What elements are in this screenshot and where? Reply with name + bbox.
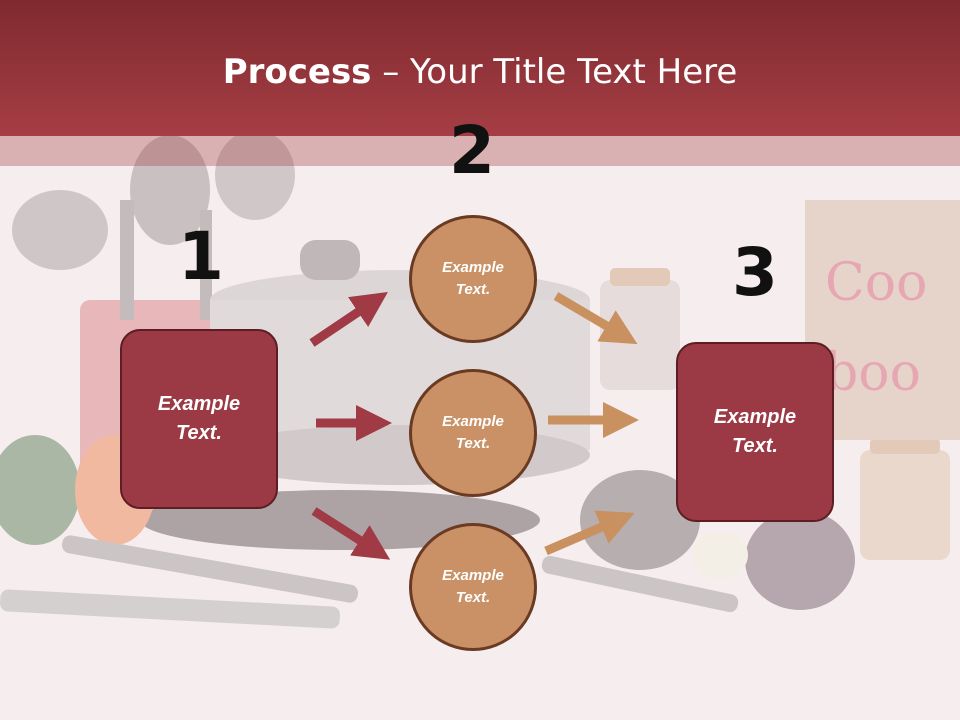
arrow-1-to-bottom (311, 507, 391, 560)
circle-top-text: Example Text. (442, 258, 504, 299)
circle-bottom-text: Example Text. (442, 566, 504, 607)
step-number-1: 1 (178, 218, 224, 295)
title-bar (0, 0, 960, 136)
title-bold: Process (222, 52, 372, 92)
step-3-box: Example Text. (676, 342, 834, 522)
step-1-box: Example Text. (120, 329, 278, 509)
svg-text:Coo: Coo (825, 253, 927, 313)
step-3-text: Example Text. (713, 406, 797, 457)
circle-middle: Example Text. (409, 369, 537, 497)
title-strip (0, 136, 960, 166)
title-rest: – Your Title Text Here (371, 52, 738, 92)
circle-bottom: Example Text. (409, 523, 537, 651)
circle-middle-text: Example Text. (442, 412, 504, 453)
arrow-1-to-top (309, 291, 388, 347)
arrow-bottom-to-3 (544, 510, 635, 556)
circle-top: Example Text. (409, 215, 537, 343)
step-number-3: 3 (732, 234, 778, 311)
svg-text:boo: boo (825, 343, 921, 403)
step-number-2: 2 (449, 112, 495, 189)
arrow-top-to-3 (553, 292, 638, 345)
page-title: Process – Your Title Text Here (0, 52, 960, 92)
step-1-text: Example Text. (157, 393, 241, 444)
